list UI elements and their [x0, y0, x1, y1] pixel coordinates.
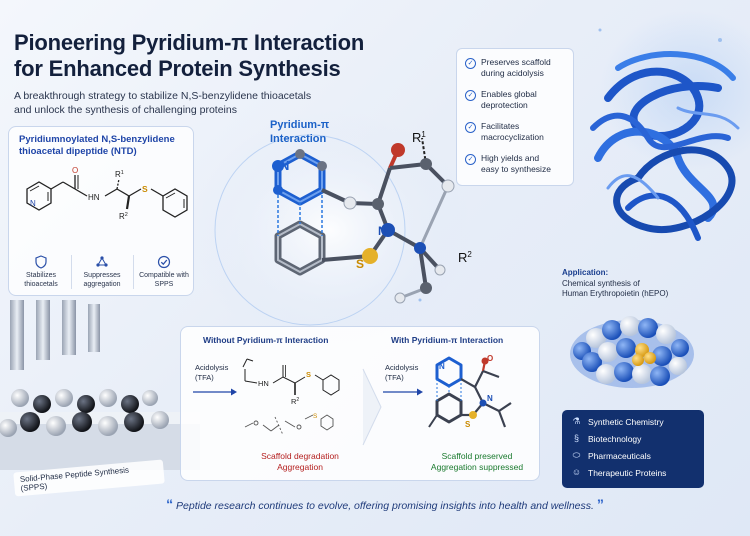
center-atom-n-mid: N — [378, 224, 387, 238]
dna-icon: § — [573, 433, 579, 443]
ntd-panel: Pyridiumnoylated N,S-benzylidene thioace… — [8, 126, 194, 296]
category-pharmaceuticals: Pharmaceuticals — [588, 451, 651, 461]
category-synthetic-chemistry: Synthetic Chemistry — [588, 417, 664, 427]
without-status: Scaffold degradation Aggregation — [261, 451, 339, 472]
ntd-title: Pyridiumnoylated N,S-benzylidene thioace… — [19, 134, 175, 157]
svg-text:R2: R2 — [291, 397, 299, 406]
without-atom-s: S — [306, 370, 311, 379]
center-atom-n-top: N — [280, 158, 289, 173]
center-r2-sup: 2 — [467, 250, 472, 259]
with-arrow-icon — [383, 388, 423, 396]
without-structure: HN S R2 S — [242, 358, 340, 436]
ntd-atom-n: N — [30, 199, 36, 208]
application-label: Application: Chemical synthesis of Human… — [562, 268, 669, 298]
svg-text:R1: R1 — [115, 170, 124, 179]
feature-item: ✓ Facilitates macrocyclization — [465, 121, 573, 143]
center-r2: R — [458, 250, 467, 265]
without-atom-nh: HN — [258, 379, 269, 388]
check-icon: ✓ — [465, 58, 476, 69]
ntd-feature-divider — [71, 255, 72, 289]
quote-text: Peptide research continues to evolve, of… — [176, 500, 594, 512]
protein-surface-illustration — [570, 316, 694, 388]
ntd-r1: R — [115, 170, 121, 179]
ntd-atom-nh: HN — [88, 193, 100, 202]
ntd-feature-suppresses: Suppresses aggregation — [72, 255, 132, 289]
with-structure: N N S O — [428, 354, 512, 429]
center-r1-sup: 1 — [421, 130, 426, 139]
ntd-r1-sup: 1 — [121, 170, 124, 176]
svg-text:R1: R1 — [412, 130, 426, 145]
center-r1: R — [412, 130, 421, 145]
ntd-atom-o: O — [72, 166, 78, 175]
shield-icon — [35, 255, 47, 269]
quote: “ Peptide research continues to evolve, … — [150, 496, 620, 512]
without-arrow-icon — [193, 388, 237, 396]
with-atom-n-top: N — [439, 362, 445, 371]
check-circle-icon — [157, 255, 171, 269]
without-r2: R — [291, 397, 297, 406]
pill-icon: ⬭ — [572, 450, 581, 460]
check-icon: ✓ — [465, 122, 476, 133]
ntd-feature-compatible: Compatible with SPPS — [134, 255, 194, 289]
check-icon: ✓ — [465, 154, 476, 165]
ntd-feature-stabilizes: Stabilizes thioacetals — [11, 255, 71, 289]
central-molecule: N N S R1 R2 — [272, 130, 472, 304]
categories-panel: ⚗ Synthetic Chemistry § Biotechnology ⬭ … — [562, 410, 704, 488]
with-atom-o: O — [487, 354, 493, 363]
without-title: Without Pyridium-π Interaction — [203, 335, 329, 345]
center-atom-s: S — [356, 257, 364, 271]
check-icon: ✓ — [465, 90, 476, 101]
ntd-r2-sup: 2 — [125, 212, 128, 218]
protein-ribbon-illustration — [590, 51, 740, 241]
ntd-atom-s: S — [142, 184, 148, 194]
with-step: Acidolysis (TFA) — [385, 363, 419, 382]
without-step: Acidolysis (TFA) — [195, 363, 229, 382]
flask-icon: ⚗ — [572, 416, 581, 426]
feature-item: ✓ Enables global deprotection — [465, 89, 573, 111]
category-therapeutic-proteins: Therapeutic Proteins — [588, 468, 667, 478]
with-atom-n-mid: N — [487, 394, 493, 403]
person-icon: ☺ — [571, 467, 582, 477]
quote-close-icon: ” — [596, 496, 604, 512]
feature-item: ✓ High yields and easy to synthesize — [465, 153, 573, 175]
ntd-structure: N O HN R1 R2 S — [26, 166, 188, 221]
spps-illustration — [0, 300, 200, 470]
quote-open-icon: “ — [166, 496, 174, 512]
network-icon — [96, 256, 108, 267]
with-atom-s: S — [465, 420, 471, 429]
without-fragment-s: S — [313, 413, 318, 420]
category-biotechnology: Biotechnology — [588, 434, 642, 444]
with-title: With Pyridium-π Interaction — [391, 335, 504, 345]
pi-interaction-label: Pyridium-π Interaction — [270, 119, 330, 145]
chevron-right-icon — [362, 368, 382, 446]
feature-item: ✓ Preserves scaffold during acidolysis — [465, 57, 573, 79]
page-subtitle: A breakthrough strategy to stabilize N,S… — [14, 90, 312, 116]
with-status: Scaffold preserved Aggregation suppresse… — [430, 451, 524, 472]
page-title: Pioneering Pyridium-π Interaction for En… — [14, 30, 365, 81]
ntd-r2: R — [119, 212, 125, 221]
svg-text:R2: R2 — [458, 250, 472, 265]
comparison-panel: Without Pyridium-π Interaction Acidolysi… — [180, 326, 540, 481]
svg-text:R2: R2 — [119, 212, 128, 221]
without-r2-sup: 2 — [296, 397, 299, 403]
ntd-feature-divider — [133, 255, 134, 289]
features-panel: ✓ Preserves scaffold during acidolysis ✓… — [456, 48, 574, 186]
